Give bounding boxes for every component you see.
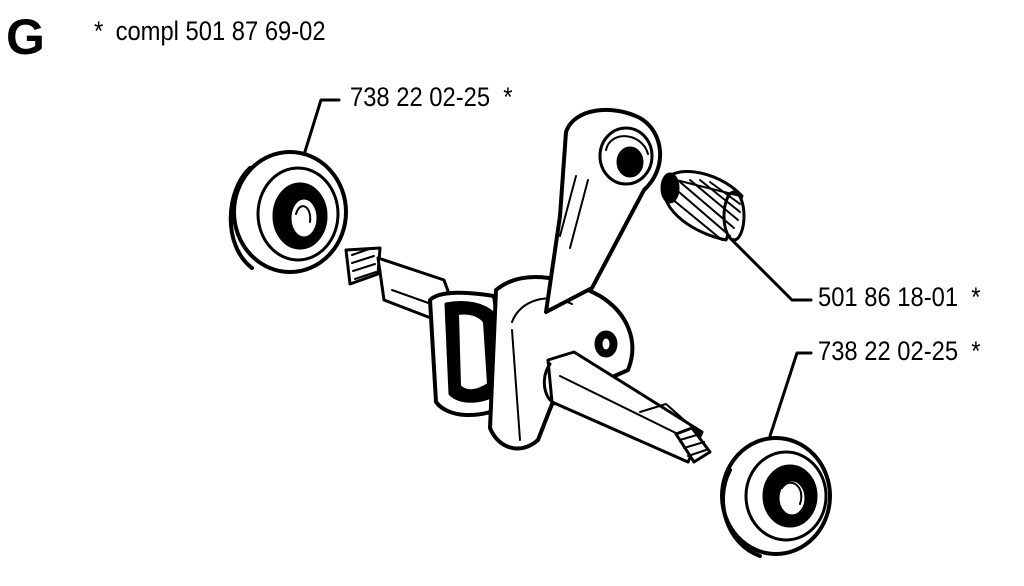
part-marker: *: [503, 82, 513, 112]
assembly-note-marker: *: [94, 16, 104, 46]
part-marker: *: [971, 282, 981, 312]
assembly-note: * compl 501 87 69-02: [94, 18, 326, 45]
leader-line-bearing-left: [303, 100, 339, 158]
part-label-bearing-left: 738 22 02-25 *: [350, 84, 513, 111]
leader-line-needle-bearing: [712, 220, 811, 300]
ball-bearing-right: [722, 438, 830, 556]
connecting-rod: [546, 110, 660, 312]
part-number: 501 86 18-01: [818, 282, 959, 312]
part-label-needle-bearing: 501 86 18-01 *: [818, 284, 981, 311]
leader-lines: [303, 100, 811, 436]
part-marker: *: [971, 336, 981, 366]
assembly-note-text: compl 501 87 69-02: [115, 16, 326, 46]
part-label-bearing-right: 738 22 02-25 *: [818, 338, 981, 365]
part-number: 738 22 02-25: [350, 82, 491, 112]
crankshaft: [346, 248, 710, 462]
part-number: 738 22 02-25: [818, 336, 959, 366]
ball-bearing-left: [231, 152, 346, 272]
needle-bearing: [662, 172, 744, 241]
leader-line-bearing-right: [770, 353, 811, 436]
section-letter: G: [6, 9, 45, 65]
